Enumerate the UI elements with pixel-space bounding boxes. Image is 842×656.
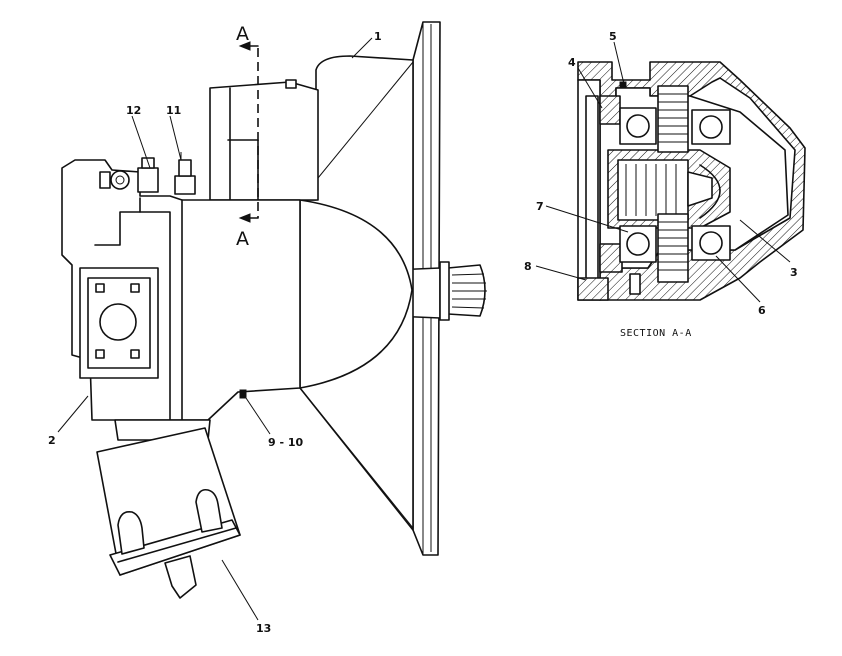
- callout-4: 4: [568, 56, 576, 69]
- callout-3: 3: [790, 266, 798, 279]
- callout-1: 1: [374, 30, 382, 43]
- section-letter-bottom: A: [236, 228, 249, 250]
- section-caption: SECTION A-A: [620, 328, 692, 339]
- section-leaders: [535, 41, 791, 303]
- callout-5: 5: [609, 30, 617, 43]
- main-view: A A 1 2 9 - 10 11 12 13: [48, 21, 487, 635]
- control-valve: [61, 152, 196, 421]
- callout-9-10: 9 - 10: [268, 436, 304, 449]
- motor-body-upper: [209, 79, 319, 201]
- bearings: [619, 107, 731, 263]
- retainer: [629, 273, 641, 295]
- section-view: 3 4 5 6 7 8 SECTION A-A: [524, 30, 806, 339]
- section-line-a: [238, 41, 259, 223]
- section-shaft: [607, 149, 731, 229]
- leader-lines: [57, 37, 373, 621]
- callout-2: 2: [48, 434, 56, 447]
- callout-11: 11: [166, 104, 181, 117]
- callout-13: 13: [256, 622, 271, 635]
- end-cover: [577, 79, 623, 301]
- seal-mark: [619, 81, 627, 89]
- gear: [657, 85, 689, 283]
- callout-12: 12: [126, 104, 141, 117]
- section-letter-top: A: [236, 23, 249, 45]
- callout-8: 8: [524, 260, 532, 273]
- main-body: [169, 199, 301, 421]
- callout-7: 7: [536, 200, 544, 213]
- bell-housing: [299, 55, 414, 531]
- solenoid-actuator: [96, 427, 241, 599]
- callout-6: 6: [758, 304, 766, 317]
